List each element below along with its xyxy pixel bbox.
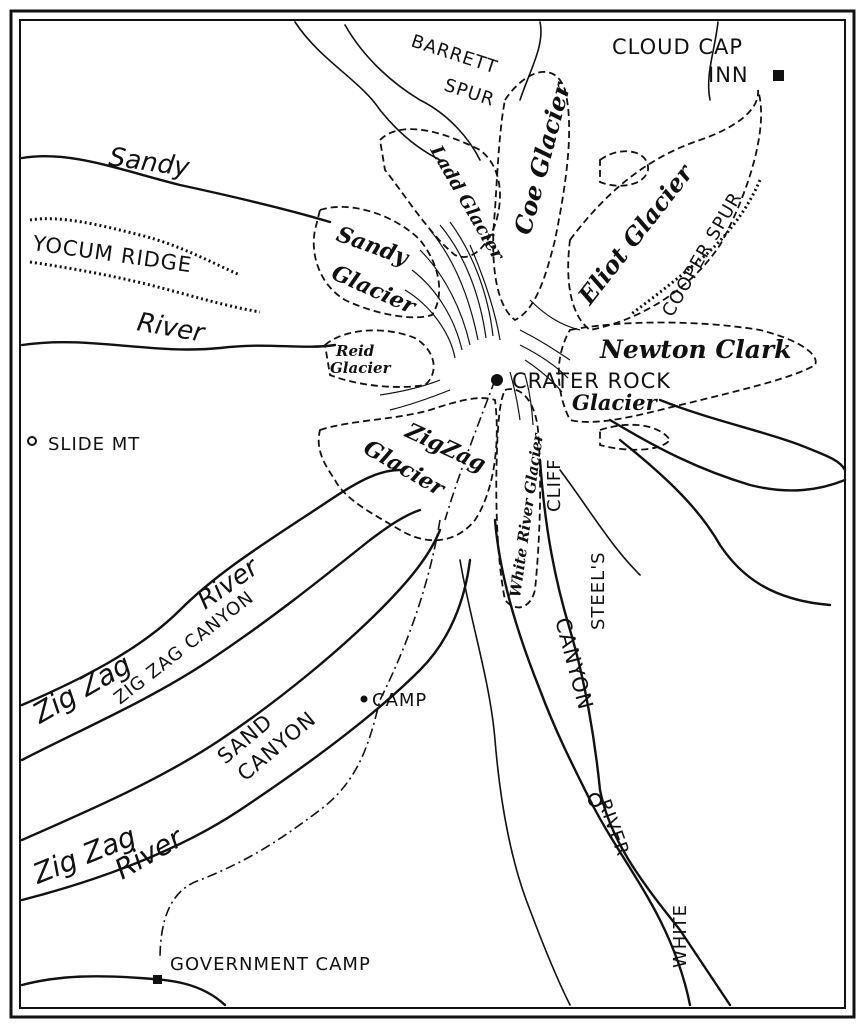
government-camp-marker bbox=[153, 975, 162, 984]
steels-cliff-label: CLIFF bbox=[544, 458, 565, 512]
cloud-cap-inn-label-line1: CLOUD CAP bbox=[612, 35, 743, 59]
cloud-cap-small-patch bbox=[599, 150, 649, 187]
east-stream-1 bbox=[608, 418, 847, 492]
zigzag-river-lower-north bbox=[20, 528, 442, 842]
crater-rock-marker bbox=[491, 374, 503, 386]
white-river-glacier-outline bbox=[495, 388, 542, 609]
camp-label: CAMP bbox=[372, 690, 427, 711]
white-river-crossing-marker bbox=[588, 793, 602, 807]
map-frame-inner bbox=[19, 19, 846, 1009]
reid-glacier-label-1: Reid bbox=[335, 342, 375, 360]
coe-glacier-label: Coe Glacier bbox=[508, 78, 577, 238]
north-stream-1 bbox=[294, 21, 441, 161]
white-river-east-bank bbox=[538, 458, 732, 1007]
crater-rock-label: CRATER ROCK bbox=[512, 369, 671, 393]
yocum-ridge-line bbox=[29, 217, 241, 277]
white-river-glacier-label: White River Glacier bbox=[506, 431, 547, 598]
sandy-river-label-2: River bbox=[135, 307, 209, 349]
cooper-spur-line bbox=[629, 179, 762, 317]
barrett-spur-label-line2: SPUR bbox=[441, 75, 497, 111]
east-stream-4 bbox=[559, 469, 641, 576]
cloud-cap-inn-marker bbox=[773, 70, 784, 81]
newton-clark-glacier-outline bbox=[557, 321, 817, 423]
cloud-cap-inn-label-line2: INN bbox=[708, 63, 749, 87]
white-river-west-bank bbox=[493, 518, 692, 1007]
reid-glacier-label-2: Glacier bbox=[330, 359, 392, 377]
slide-mt-marker bbox=[27, 436, 37, 446]
barrett-spur-label-line1: BARRETT bbox=[408, 31, 500, 79]
north-stream-3 bbox=[519, 21, 542, 101]
zigzag-river-lower-south bbox=[20, 558, 472, 902]
white-river-label-2: WHITE bbox=[670, 904, 691, 968]
eliot-glacier-outline bbox=[567, 89, 762, 331]
government-camp-label: GOVERNMENT CAMP bbox=[170, 954, 371, 975]
coe-glacier-outline bbox=[492, 71, 571, 322]
sandy-glacier-outline bbox=[312, 206, 441, 319]
white-river-label: RIVER bbox=[593, 797, 633, 860]
yocum-ridge-label: YOCUM RIDGE bbox=[30, 231, 193, 277]
north-stream-2 bbox=[344, 24, 481, 161]
map-frame-outer bbox=[9, 9, 856, 1019]
sandy-river-label-1: Sandy bbox=[107, 142, 192, 183]
yocum-ridge-line-2 bbox=[29, 260, 261, 314]
zigzag-river-upper-north bbox=[20, 468, 402, 707]
east-stream-2 bbox=[618, 438, 832, 607]
newton-clark-lower-patch bbox=[599, 423, 672, 451]
newton-clark-label: Newton Clark bbox=[599, 335, 791, 364]
zigzag-river-upper-south bbox=[20, 508, 422, 762]
summit-hachures bbox=[379, 221, 581, 426]
east-stream-3 bbox=[658, 398, 847, 472]
ladd-glacier-outline bbox=[379, 128, 501, 258]
sandy-river-south-bank bbox=[20, 340, 337, 351]
steels-cliff-label-2: STEEL'S bbox=[588, 551, 609, 630]
newton-clark-label-2: Glacier bbox=[572, 390, 659, 415]
reid-glacier-outline bbox=[324, 329, 435, 388]
slide-mt-label: SLIDE MT bbox=[48, 434, 140, 455]
government-camp-road bbox=[20, 975, 227, 1007]
sandy-river-north-bank bbox=[20, 154, 332, 224]
zigzag-glacier-outline bbox=[317, 397, 498, 542]
minor-stream-south bbox=[459, 559, 571, 1006]
camp-marker bbox=[360, 695, 368, 703]
trail-crater-rock bbox=[444, 379, 496, 521]
north-stream-4 bbox=[707, 21, 719, 101]
